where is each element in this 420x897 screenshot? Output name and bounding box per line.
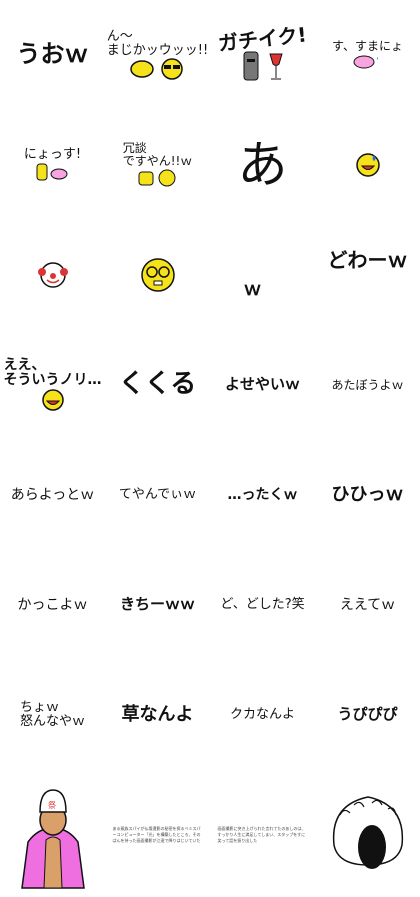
clown-face-icon bbox=[37, 262, 68, 288]
sticker-text: …ったくｗ bbox=[227, 486, 298, 503]
sticker-2[interactable]: ん〜 まじかッウッッ!! bbox=[105, 0, 210, 110]
sticker-text: くくる bbox=[118, 369, 197, 400]
sticker-text: 冗談 ですやん!!ｗ bbox=[122, 141, 193, 168]
sticker-18[interactable]: てやんでぃｗ bbox=[105, 440, 210, 550]
sticker-31[interactable]: 画面撮影に突き上げられた言れてたのあしのは、すっかり人生に満足してしまい、スタッ… bbox=[210, 775, 315, 895]
sticker-text: にょっす! bbox=[23, 147, 82, 163]
sticker-5[interactable]: にょっす! bbox=[0, 110, 105, 220]
sticker-30[interactable]: ある親族スパイが仏壇遺影の秘密を探るベミスパーコンピューター「光」を構築したとこ… bbox=[105, 775, 210, 895]
sticker-6[interactable]: 冗談 ですやん!!ｗ bbox=[105, 110, 210, 220]
hands-and-sunglasses-face-icon bbox=[129, 57, 183, 80]
sticker-24[interactable]: ええてｗ bbox=[315, 550, 420, 660]
svg-text:’: ’ bbox=[376, 57, 379, 67]
sticker-text: うぴぴぴ bbox=[337, 705, 398, 724]
sticker-26[interactable]: 草なんよ bbox=[105, 660, 210, 770]
sticker-text: あたぼうよｗ bbox=[331, 377, 404, 392]
sticker-text: きちーｗｗ bbox=[119, 595, 195, 614]
sticker-text: ええ、 そういうノリ… bbox=[3, 357, 102, 388]
sticker-22[interactable]: きちーｗｗ bbox=[105, 550, 210, 660]
sticker-caption: ある親族スパイが仏壇遺影の秘密を探るベミスパーコンピューター「光」を構築したとこ… bbox=[112, 826, 201, 843]
sticker-15[interactable]: よせやいｗ bbox=[210, 330, 315, 440]
sticker-text: す、すまにょ bbox=[331, 38, 404, 53]
sticker-32[interactable] bbox=[315, 775, 420, 895]
sticker-4[interactable]: す、すまにょ ’ bbox=[315, 0, 420, 110]
sticker-3[interactable]: ガチイク! bbox=[210, 0, 315, 110]
nerd-face-icon bbox=[140, 258, 175, 292]
sticker-text: てやんでぃｗ bbox=[118, 487, 197, 503]
sticker-21[interactable]: かっこよｗ bbox=[0, 550, 105, 660]
sticker-12[interactable]: どわーｗ bbox=[315, 220, 420, 330]
sticker-29[interactable]: 祭 bbox=[0, 775, 105, 895]
thumbs-up-sweat-face-icon bbox=[138, 169, 175, 187]
sticker-text: ガチイク! bbox=[217, 21, 308, 56]
sticker-caption: 画面撮影に突き上げられた言れてたのあしのは、すっかり人生に満足してしまい、スタッ… bbox=[217, 826, 306, 843]
grinning-sweat-face-icon bbox=[355, 153, 380, 177]
sticker-20[interactable]: ひひっｗ bbox=[315, 440, 420, 550]
sticker-text: あ bbox=[237, 135, 288, 194]
sticker-25[interactable]: ちょｗ 怒んなやｗ bbox=[0, 660, 105, 770]
sticker-text: ええてｗ bbox=[339, 596, 396, 613]
sticker-1[interactable]: うおｗ bbox=[0, 0, 105, 110]
sticker-text: うおｗ bbox=[16, 40, 89, 69]
sticker-27[interactable]: クカなんよ bbox=[210, 660, 315, 770]
hand-wave-icon bbox=[36, 163, 67, 181]
sticker-11[interactable]: ｗ bbox=[210, 220, 315, 330]
pink-robed-figure-icon: 祭 bbox=[20, 789, 85, 889]
sticker-23[interactable]: ど、どした?笑 bbox=[210, 550, 315, 660]
pink-crab-icon: ’ bbox=[353, 55, 379, 69]
sticker-28[interactable]: うぴぴぴ bbox=[315, 660, 420, 770]
sticker-text: ｗ bbox=[243, 278, 262, 300]
curly-hair-head-icon bbox=[332, 796, 403, 869]
sticker-text: 草なんよ bbox=[121, 703, 194, 725]
sticker-13[interactable]: ええ、 そういうノリ… bbox=[0, 330, 105, 440]
sticker-text: ど、どした?笑 bbox=[220, 597, 305, 613]
sticker-14[interactable]: くくる bbox=[105, 330, 210, 440]
moai-and-wine-icon bbox=[243, 51, 283, 80]
sticker-16[interactable]: あたぼうよｗ bbox=[315, 330, 420, 440]
sticker-text: どわーｗ bbox=[327, 247, 408, 272]
sticker-17[interactable]: あらよっとｗ bbox=[0, 440, 105, 550]
sticker-8[interactable] bbox=[315, 110, 420, 220]
sticker-9[interactable] bbox=[0, 220, 105, 330]
sticker-text: クカなんよ bbox=[229, 707, 295, 723]
sticker-text: ちょｗ 怒んなやｗ bbox=[19, 700, 85, 729]
sticker-text: ひひっｗ bbox=[331, 483, 404, 505]
grinning-sweat-face-icon bbox=[41, 388, 64, 411]
sticker-10[interactable] bbox=[105, 220, 210, 330]
sticker-text: ん〜 まじかッウッッ!! bbox=[106, 29, 209, 58]
sticker-text: かっこよｗ bbox=[17, 596, 88, 613]
sticker-text: あらよっとｗ bbox=[10, 486, 95, 503]
sticker-text: よせやいｗ bbox=[224, 375, 300, 394]
sticker-7[interactable]: あ bbox=[210, 110, 315, 220]
svg-text:祭: 祭 bbox=[48, 800, 56, 810]
sticker-19[interactable]: …ったくｗ bbox=[210, 440, 315, 550]
